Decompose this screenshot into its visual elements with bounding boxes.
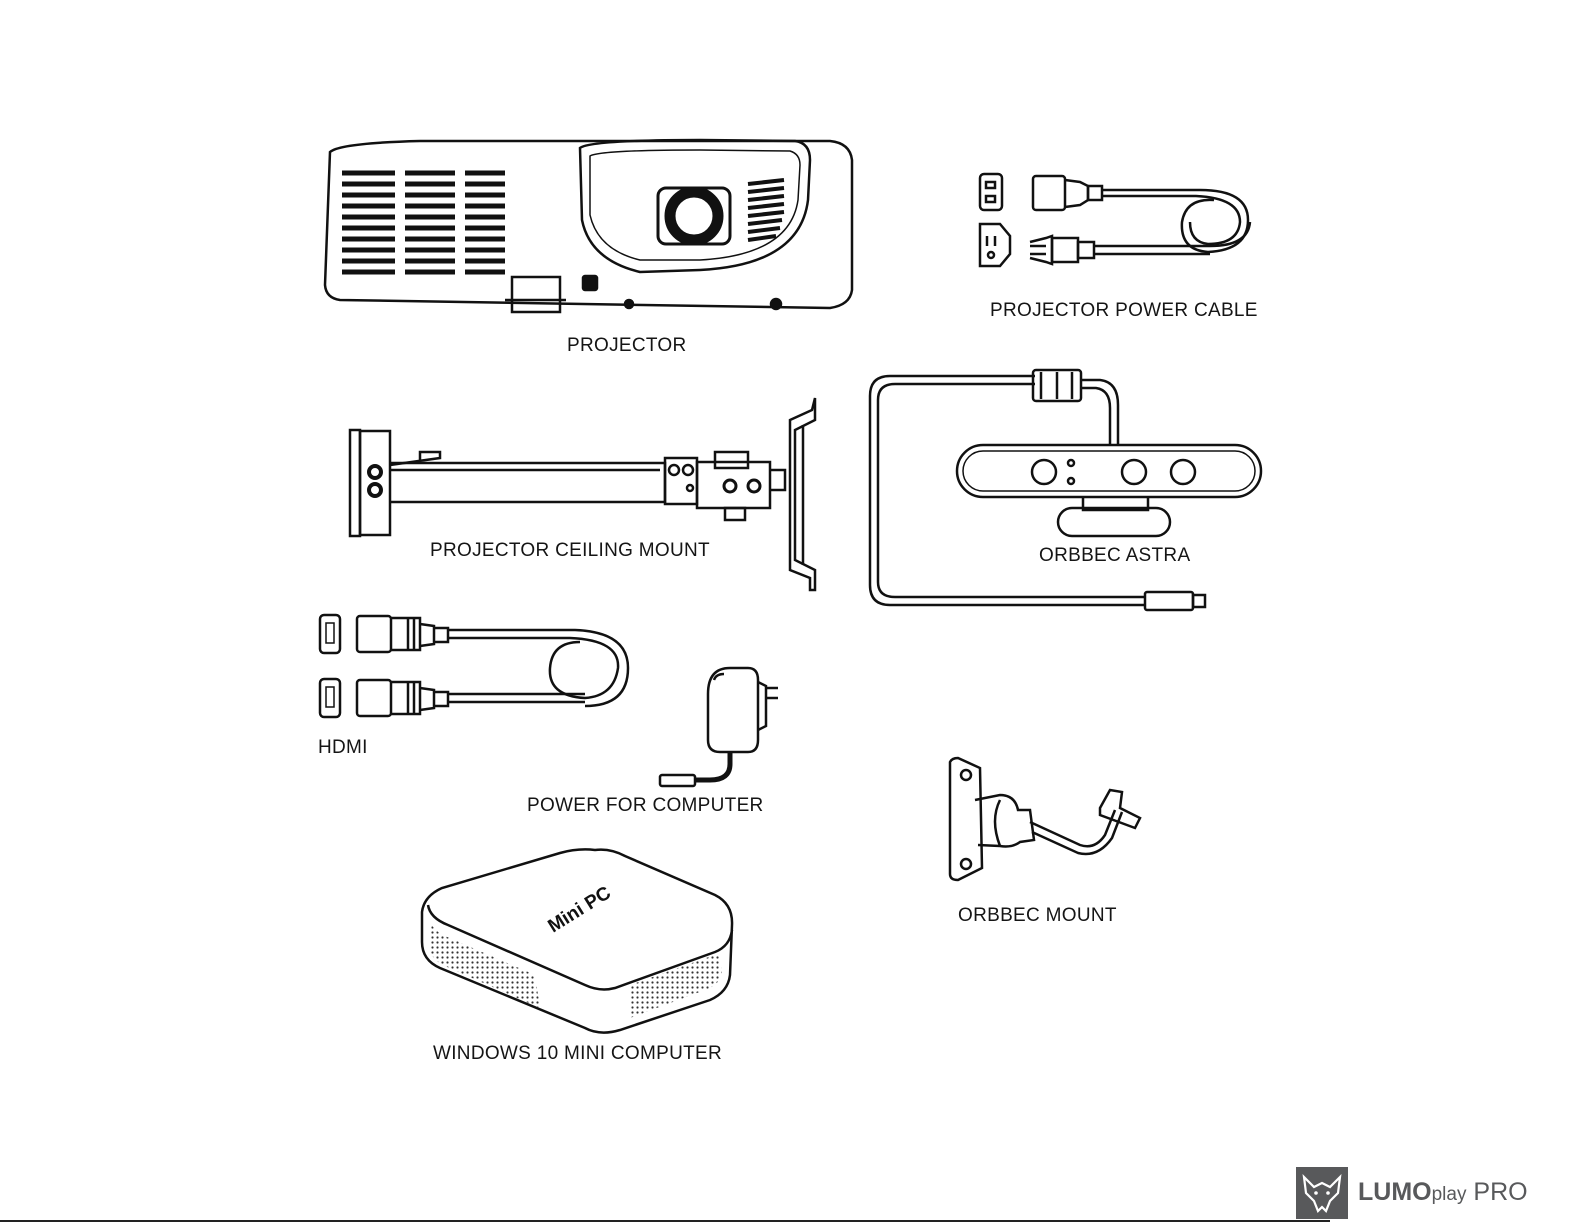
hdmi-cable-icon xyxy=(320,615,628,717)
label-orbbec-mount: ORBBEC MOUNT xyxy=(958,905,1117,927)
power-adapter-icon xyxy=(660,668,778,786)
bottom-divider xyxy=(0,1220,1330,1222)
label-windows-mini-computer: WINDOWS 10 MINI COMPUTER xyxy=(433,1043,722,1065)
label-orbbec-astra: ORBBEC ASTRA xyxy=(1039,545,1190,567)
brand-bold: LUMO xyxy=(1358,1178,1432,1206)
brand-wordmark: LUMOplay PRO xyxy=(1358,1178,1528,1207)
label-projector-power-cable: PROJECTOR POWER CABLE xyxy=(990,300,1258,322)
label-power-for-computer: POWER FOR COMPUTER xyxy=(527,795,764,817)
label-projector-ceiling-mount: PROJECTOR CEILING MOUNT xyxy=(430,540,710,562)
projector-icon xyxy=(325,140,852,312)
orbbec-astra-icon xyxy=(870,370,1261,610)
brand-logo: LUMOplay PRO xyxy=(1296,1167,1556,1219)
label-hdmi: HDMI xyxy=(318,737,368,759)
brand-small: play xyxy=(1432,1184,1467,1205)
power-cable-icon xyxy=(980,174,1250,266)
fox-logo-icon xyxy=(1296,1167,1348,1219)
mini-pc-icon xyxy=(422,849,732,1032)
label-projector: PROJECTOR xyxy=(567,335,687,357)
orbbec-mount-icon xyxy=(950,758,1140,880)
brand-suffix: PRO xyxy=(1466,1178,1527,1206)
